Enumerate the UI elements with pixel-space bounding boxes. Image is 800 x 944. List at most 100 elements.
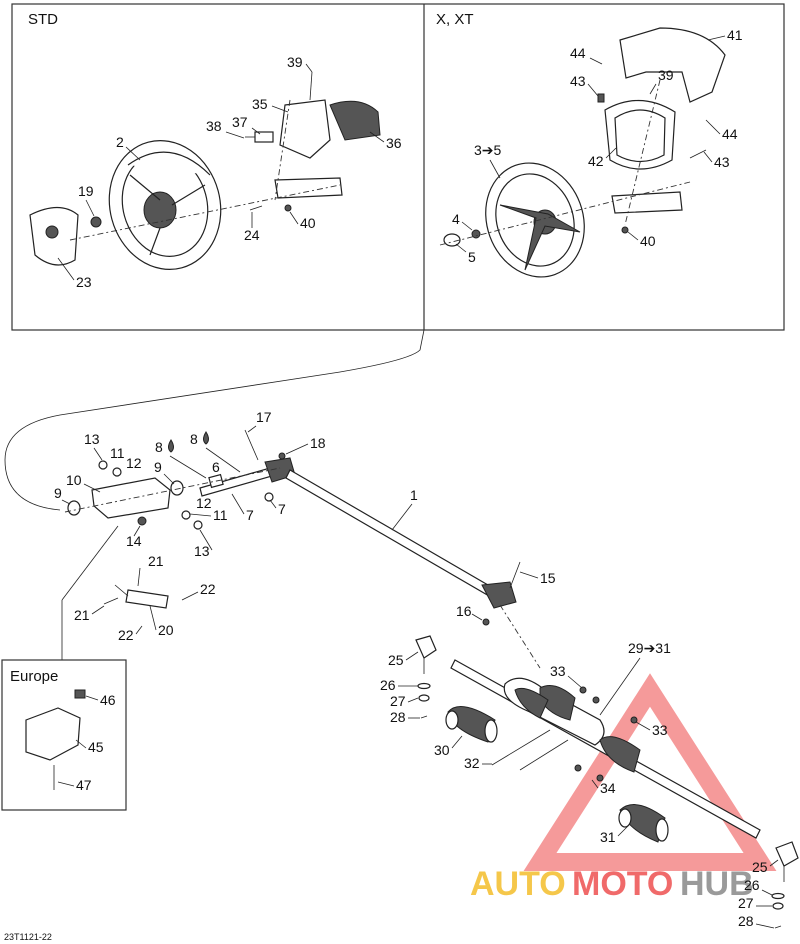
nut-34-b xyxy=(596,774,604,782)
label-18: 18 xyxy=(310,435,326,451)
label-27-left: 27 xyxy=(390,693,406,709)
bushing-9-right xyxy=(170,480,184,496)
nut-34-a xyxy=(574,764,582,772)
x-xt-box-title: X, XT xyxy=(436,11,474,28)
watermark-hub: HUB xyxy=(680,865,754,903)
leader-40-std xyxy=(289,211,299,225)
label-4: 4 xyxy=(452,211,460,227)
leader-18 xyxy=(285,443,309,455)
leader-14 xyxy=(133,525,141,537)
leader-36 xyxy=(369,131,385,143)
cotter-pin-28-left xyxy=(420,715,428,719)
nut-27-left xyxy=(418,694,430,702)
label-3-5: 3➔5 xyxy=(474,142,502,158)
bolt-15 xyxy=(509,561,521,589)
leader-33-b xyxy=(635,721,651,731)
label-39-std: 39 xyxy=(287,54,303,70)
oil-drop-icon xyxy=(168,439,174,453)
leader-39-xxt xyxy=(649,83,657,95)
label-33-a: 33 xyxy=(550,663,566,679)
std-column-hub xyxy=(274,177,343,199)
x-xt-nut xyxy=(471,229,481,239)
std-gauge-frame xyxy=(279,99,331,159)
std-box-title: STD xyxy=(28,11,58,28)
label-6: 6 xyxy=(212,459,220,475)
washer-11-top xyxy=(112,467,122,477)
leader-15 xyxy=(519,571,539,579)
label-5: 5 xyxy=(468,249,476,265)
label-42: 42 xyxy=(588,153,604,169)
leader-25-left xyxy=(405,651,419,661)
top-frame xyxy=(11,3,785,331)
std-screw-39 xyxy=(309,71,313,101)
label-43-bottom: 43 xyxy=(714,154,730,170)
x-xt-nut-40 xyxy=(621,226,629,234)
label-25-left: 25 xyxy=(388,652,404,668)
leader-38 xyxy=(225,131,245,139)
leader-30 xyxy=(451,735,463,749)
label-16: 16 xyxy=(456,603,472,619)
top-frames: STD X, XT xyxy=(11,3,785,331)
leader-47 xyxy=(57,781,75,787)
label-39-xxt: 39 xyxy=(658,67,674,83)
x-xt-assembly: 3➔5 4 5 40 41 42 43 43 44 44 39 xyxy=(439,27,743,278)
intermediate-shaft xyxy=(285,469,501,601)
x-xt-wire-43 xyxy=(689,149,707,159)
leader-7-a xyxy=(231,493,245,515)
boot-30 xyxy=(445,706,498,743)
label-10: 10 xyxy=(66,472,82,488)
leader-33-a xyxy=(567,675,583,689)
label-30: 30 xyxy=(434,742,450,758)
leader-35 xyxy=(271,105,289,113)
x-xt-steering-wheel xyxy=(485,162,585,278)
leader-2 xyxy=(125,146,141,161)
frame-connector-line xyxy=(4,329,425,511)
label-20: 20 xyxy=(158,622,174,638)
leader-9-right xyxy=(163,473,175,485)
label-43-top: 43 xyxy=(570,73,586,89)
x-xt-gauge-face xyxy=(614,109,666,163)
leader-19 xyxy=(85,199,95,217)
label-22-bottom: 22 xyxy=(118,627,134,643)
label-21-top: 21 xyxy=(148,553,164,569)
europe-box-title: Europe xyxy=(10,668,58,685)
washer-14 xyxy=(137,516,147,526)
label-47: 47 xyxy=(76,777,92,793)
leader-26-right xyxy=(761,889,773,896)
leader-44-bottom xyxy=(705,119,721,135)
label-37: 37 xyxy=(232,114,248,130)
label-44-bottom: 44 xyxy=(722,126,738,142)
label-12-top: 12 xyxy=(126,455,142,471)
leader-25-right xyxy=(769,859,779,867)
label-9-left: 9 xyxy=(54,485,62,501)
label-2: 2 xyxy=(116,134,124,150)
europe-box: Europe 46 45 47 xyxy=(1,659,127,811)
label-35: 35 xyxy=(252,96,268,112)
label-38: 38 xyxy=(206,118,222,134)
label-11-top: 11 xyxy=(110,445,125,461)
label-15: 15 xyxy=(540,570,556,586)
label-32: 32 xyxy=(464,755,480,771)
nut-33-a xyxy=(579,686,587,694)
leader-46 xyxy=(85,695,99,701)
column-bracket xyxy=(91,477,171,519)
leader-3-5 xyxy=(489,159,501,179)
cotter-pin-28-right xyxy=(774,925,782,929)
label-33-b: 33 xyxy=(652,722,668,738)
std-gauge xyxy=(329,100,381,141)
x-xt-column-hub xyxy=(611,191,683,214)
leader-21-bottom xyxy=(91,605,105,615)
x-xt-clip-43 xyxy=(597,93,605,103)
label-27-right: 27 xyxy=(738,895,754,911)
leader-45 xyxy=(75,739,87,749)
leader-43-bottom xyxy=(703,151,713,163)
std-steering-wheel xyxy=(108,140,222,270)
leader-4 xyxy=(461,221,473,231)
column-axis-2 xyxy=(499,604,541,669)
leader-16 xyxy=(471,613,483,621)
label-19: 19 xyxy=(78,183,94,199)
label-11-bottom: 11 xyxy=(213,507,228,523)
std-axis-2 xyxy=(274,99,291,201)
label-7-b: 7 xyxy=(278,501,286,517)
nut-18 xyxy=(278,452,286,460)
